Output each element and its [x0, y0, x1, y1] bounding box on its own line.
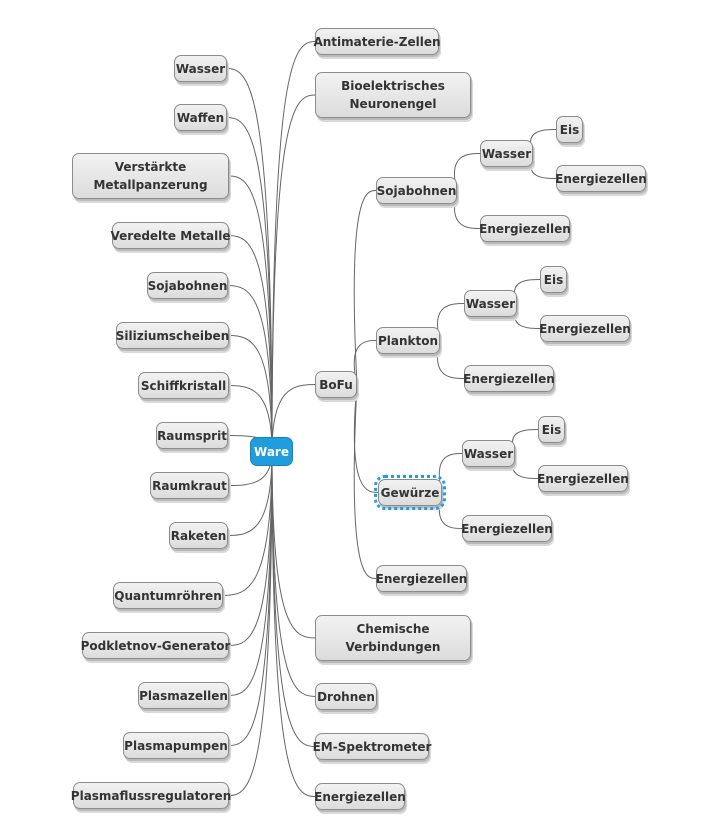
node-s2-energiezellen[interactable]: Energiezellen	[463, 365, 555, 392]
connector-line	[271, 41, 316, 452]
connector-line	[271, 384, 316, 452]
connector-line	[271, 451, 316, 747]
node-bofu-sojabohnen[interactable]: Sojabohnen	[376, 177, 457, 204]
connector-line	[353, 190, 377, 385]
connector-line	[353, 384, 377, 579]
connector-line	[271, 94, 316, 452]
node-s1-energiezellen[interactable]: Energiezellen	[479, 215, 571, 242]
node-s2-eis[interactable]: Eis	[540, 266, 567, 293]
node-bofu[interactable]: BoFu	[315, 371, 357, 398]
node-em-spektrometer[interactable]: EM-Spektrometer	[313, 733, 431, 760]
node-s2-wasser[interactable]: Wasser	[464, 290, 517, 317]
connector-line	[454, 153, 481, 191]
node-bofu-plankton[interactable]: Plankton	[376, 327, 440, 354]
node-sojabohnen-left[interactable]: Sojabohnen	[147, 272, 228, 299]
node-waffen[interactable]: Waffen	[174, 104, 227, 131]
node-verstaerkte-metallpanzerung[interactable]: Verstärkte Metallpanzerung	[72, 153, 229, 199]
connector-line	[454, 190, 481, 229]
node-bofu-energiezellen[interactable]: Energiezellen	[376, 565, 467, 592]
node-drohnen[interactable]: Drohnen	[315, 683, 377, 710]
connector-line	[228, 335, 273, 452]
connector-line	[222, 451, 273, 596]
node-s2-wasser-energiezellen[interactable]: Energiezellen	[539, 315, 631, 342]
connector-line	[271, 451, 316, 797]
connector-line	[438, 492, 463, 529]
node-podkletnov-generator[interactable]: Podkletnov-Generator	[81, 632, 230, 659]
node-plasmapumpen[interactable]: Plasmapumpen	[123, 732, 229, 759]
connector-line	[226, 117, 273, 452]
connector-line	[271, 451, 316, 639]
node-bioelektrisches-neuronengel[interactable]: Bioelektrisches Neuronengel	[315, 72, 471, 118]
node-bofu-gewuerze[interactable]: Gewürze	[374, 475, 446, 510]
connector-line	[438, 453, 463, 493]
connector-line	[437, 340, 465, 379]
node-schiffkristall[interactable]: Schiffkristall	[138, 372, 229, 399]
connector-line	[530, 153, 557, 179]
connector-line	[228, 385, 273, 452]
connector-line	[514, 303, 541, 329]
node-s3-energiezellen[interactable]: Energiezellen	[461, 515, 553, 542]
connector-line	[228, 451, 273, 696]
connector-line	[271, 451, 316, 697]
node-raumkraut[interactable]: Raumkraut	[150, 472, 229, 499]
node-chemische-verbindungen[interactable]: Chemische Verbindungen	[315, 615, 471, 661]
connector-line	[512, 429, 539, 454]
node-plasmazellen[interactable]: Plasmazellen	[138, 682, 229, 709]
node-ware-root[interactable]: Ware	[250, 437, 293, 466]
node-plasmaflussregulatoren[interactable]: Plasmaflussregulatoren	[71, 782, 231, 809]
node-siliziumscheiben[interactable]: Siliziumscheiben	[116, 322, 229, 349]
node-raketen[interactable]: Raketen	[169, 522, 228, 549]
node-raumsprit[interactable]: Raumsprit	[156, 422, 228, 449]
node-quantumroehren[interactable]: Quantumröhren	[113, 582, 223, 609]
node-s3-eis[interactable]: Eis	[538, 416, 565, 443]
connector-line	[353, 384, 379, 493]
node-veredelte-metalle[interactable]: Veredelte Metalle	[111, 222, 231, 249]
connector-line	[228, 451, 273, 796]
connector-line	[228, 451, 273, 746]
connector-line	[227, 451, 273, 536]
node-s1-wasser[interactable]: Wasser	[480, 140, 533, 167]
connector-line	[530, 129, 557, 154]
connector-line	[353, 340, 377, 385]
node-wasser[interactable]: Wasser	[174, 55, 227, 82]
connector-line	[512, 453, 539, 479]
connector-line	[228, 175, 273, 452]
node-s1-wasser-energiezellen[interactable]: Energiezellen	[555, 165, 647, 192]
node-s3-wasser-energiezellen[interactable]: Energiezellen	[537, 465, 629, 492]
node-s1-eis[interactable]: Eis	[556, 116, 583, 143]
node-energiezellen-right[interactable]: Energiezellen	[314, 783, 406, 810]
node-antimaterie-zellen[interactable]: Antimaterie-Zellen	[313, 28, 441, 55]
connector-line	[514, 279, 541, 304]
connector-line	[228, 235, 273, 452]
connector-line	[437, 303, 465, 341]
node-s3-wasser[interactable]: Wasser	[462, 440, 515, 467]
connector-line	[227, 285, 273, 452]
